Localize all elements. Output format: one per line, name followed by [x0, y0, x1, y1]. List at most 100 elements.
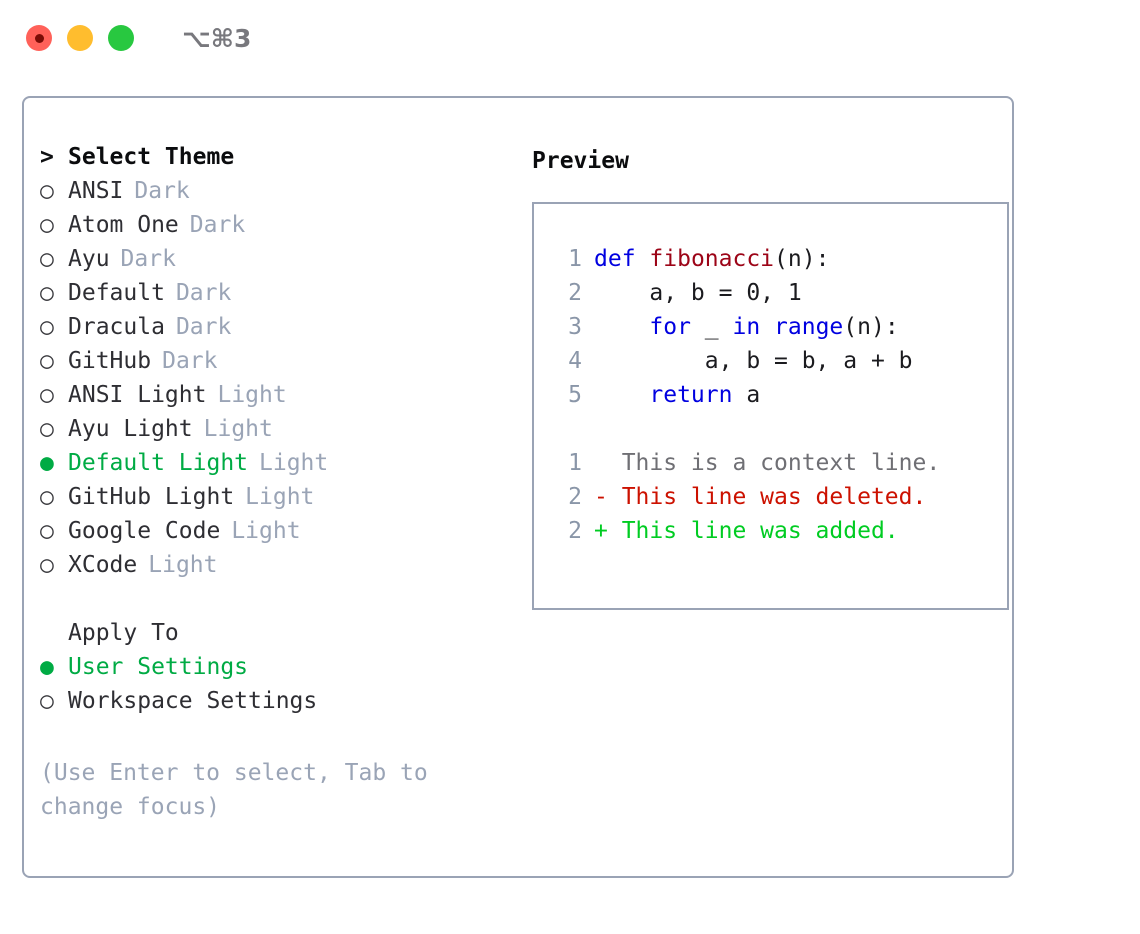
theme-variant-tag: Dark: [134, 178, 190, 204]
code-token: [760, 314, 774, 340]
apply-to-heading-label: Apply To: [68, 620, 179, 646]
radio-unselected-icon: ○: [40, 280, 54, 306]
maximize-window-button[interactable]: [108, 25, 134, 51]
theme-option-ansi[interactable]: ○ ANSI Dark: [40, 178, 510, 212]
theme-option-github[interactable]: ○ GitHub Dark: [40, 348, 510, 382]
diff-sample: 1 This is a context line. 2 - This line wa…: [552, 446, 1007, 548]
code-token: _: [690, 314, 733, 340]
apply-to-option-workspace-settings[interactable]: ○Workspace Settings: [40, 688, 510, 722]
code-token: for: [649, 314, 691, 340]
close-window-button[interactable]: [26, 25, 52, 51]
theme-option-label: Default: [68, 280, 165, 306]
radio-unselected-icon: ○: [40, 178, 54, 204]
code-token: a, b = 0, 1: [594, 280, 802, 306]
preview-heading: Preview: [532, 148, 629, 174]
code-line: 5 return a: [552, 378, 1007, 412]
theme-variant-tag: Light: [148, 552, 218, 578]
code-token: (n):: [774, 246, 830, 272]
theme-option-label: Google Code: [68, 518, 221, 544]
theme-variant-tag: Light: [259, 450, 329, 476]
code-line-content: for _ in range(n):: [594, 310, 899, 344]
section-spacer: [40, 586, 510, 620]
radio-unselected-icon: ○: [40, 212, 54, 238]
theme-variant-tag: Dark: [189, 212, 246, 238]
theme-option-github-light[interactable]: ○ GitHub Light Light: [40, 484, 510, 518]
diff-line-del: 2 - This line was deleted.: [552, 480, 1007, 514]
apply-to-heading: Apply To: [40, 620, 510, 654]
select-theme-heading-label: Select Theme: [68, 144, 235, 170]
code-diff-spacer: [552, 412, 1007, 446]
diff-line-number: 2: [568, 484, 582, 510]
code-token: [636, 246, 650, 272]
theme-variant-tag: Light: [231, 518, 301, 544]
theme-variant-tag: Light: [203, 416, 273, 442]
radio-unselected-icon: ○: [40, 314, 54, 340]
theme-variant-tag: Dark: [162, 348, 218, 374]
theme-variant-tag: Light: [245, 484, 315, 510]
theme-option-label: Default Light: [68, 450, 249, 476]
code-token: (n):: [843, 314, 899, 340]
code-token: fibonacci: [649, 246, 775, 272]
code-token: range: [774, 314, 844, 340]
code-line-content: a, b = b, a + b: [594, 344, 913, 378]
code-line-number: 3: [568, 314, 582, 340]
theme-variant-tag: Dark: [175, 314, 232, 340]
theme-option-default[interactable]: ○ Default Dark: [40, 280, 510, 314]
radio-unselected-icon: ○: [40, 416, 54, 442]
radio-unselected-icon: ○: [40, 484, 54, 510]
code-token: def: [594, 246, 636, 272]
theme-variant-tag: Dark: [175, 280, 232, 306]
theme-option-xcode[interactable]: ○ XCode Light: [40, 552, 510, 586]
theme-variant-tag: Dark: [120, 246, 176, 272]
theme-option-google-code[interactable]: ○ Google Code Light: [40, 518, 510, 552]
code-line: 3 for _ in range(n):: [552, 310, 1007, 344]
radio-selected-icon: ●: [40, 654, 54, 680]
code-line-content: a, b = 0, 1: [594, 276, 802, 310]
keyboard-shortcut-label: ⌥⌘3: [182, 23, 252, 53]
code-token: [594, 314, 649, 340]
apply-to-option-label: User Settings: [68, 654, 249, 680]
code-line-number: 4: [568, 348, 582, 374]
select-theme-heading: > Select Theme: [40, 144, 510, 178]
theme-option-label: XCode: [68, 552, 138, 578]
diff-line-content: - This line was deleted.: [594, 484, 927, 510]
diff-line-content: + This line was added.: [594, 518, 899, 544]
theme-option-label: Ayu: [68, 246, 110, 272]
window-controls: [26, 25, 134, 51]
apply-to-list: ● User Settings ○Workspace Settings: [40, 654, 510, 722]
minimize-window-button[interactable]: [67, 25, 93, 51]
theme-option-dracula[interactable]: ○ Dracula Dark: [40, 314, 510, 348]
theme-option-label: ANSI: [68, 178, 124, 204]
diff-line-number: 1: [568, 450, 582, 476]
radio-unselected-icon: ○: [40, 518, 54, 544]
code-token: a: [732, 382, 761, 408]
code-line-content: def fibonacci(n):: [594, 242, 829, 276]
theme-option-label: Dracula: [68, 314, 165, 340]
radio-unselected-icon: ○: [40, 552, 54, 578]
title-bar: ⌥⌘3: [0, 0, 1140, 76]
diff-line-ctx: 1 This is a context line.: [552, 446, 1007, 480]
apply-to-option-user-settings[interactable]: ● User Settings: [40, 654, 510, 688]
code-token: [594, 382, 649, 408]
code-line-content: return a: [594, 378, 760, 412]
theme-option-label: GitHub: [68, 348, 152, 374]
radio-unselected-icon: ○: [40, 382, 54, 408]
theme-option-label: Ayu Light: [68, 416, 193, 442]
radio-unselected-icon: ○: [40, 688, 54, 714]
theme-option-label: GitHub Light: [68, 484, 235, 510]
code-token: a, b = b, a + b: [594, 348, 913, 374]
code-line-number: 2: [568, 280, 582, 306]
radio-unselected-icon: ○: [40, 348, 54, 374]
diff-line-number: 2: [568, 518, 582, 544]
theme-option-ayu-light[interactable]: ○ Ayu Light Light: [40, 416, 510, 450]
